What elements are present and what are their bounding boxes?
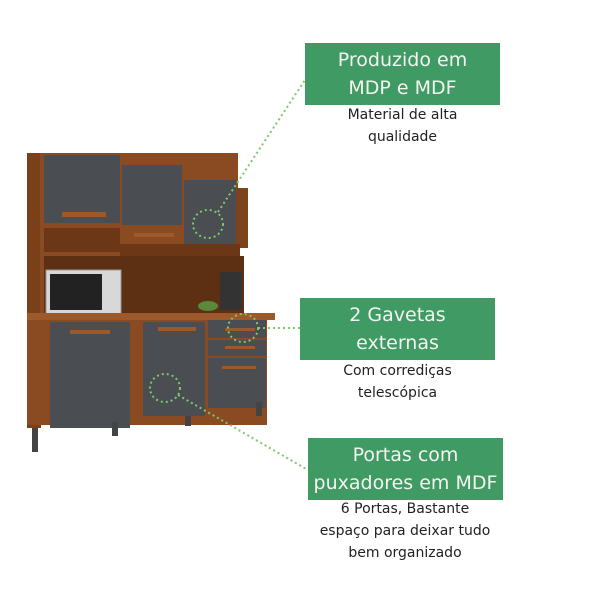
desc-line: Com corrediças xyxy=(343,363,452,379)
desc-line: 6 Portas, Bastante xyxy=(340,501,470,517)
callout-connectors xyxy=(149,79,309,471)
desc-line: Material de alta xyxy=(347,107,458,123)
desc-line: qualidade xyxy=(367,129,438,145)
callout-desc-material: Material de alta qualidade xyxy=(300,104,505,148)
title-line: externas xyxy=(356,332,439,354)
title-line: Produzido em xyxy=(337,49,468,71)
desc-line: bem organizado xyxy=(348,545,462,561)
title-line: Portas com xyxy=(352,444,459,466)
callout-desc-doors: 6 Portas, Bastante espaço para deixar tu… xyxy=(295,498,515,564)
callout-title-drawers: 2 Gavetas externas xyxy=(300,298,495,360)
callout-desc-drawers: Com corrediças telescópica xyxy=(295,360,500,404)
title-line: puxadores em MDF xyxy=(313,472,498,494)
callout-title-material: Produzido em MDP e MDF xyxy=(305,43,500,105)
title-line: 2 Gavetas xyxy=(349,304,446,326)
callout-title-doors: Portas com puxadores em MDF xyxy=(308,438,503,500)
title-line: MDP e MDF xyxy=(348,77,457,99)
desc-line: espaço para deixar tudo xyxy=(319,523,491,539)
desc-line: telescópica xyxy=(357,385,438,401)
